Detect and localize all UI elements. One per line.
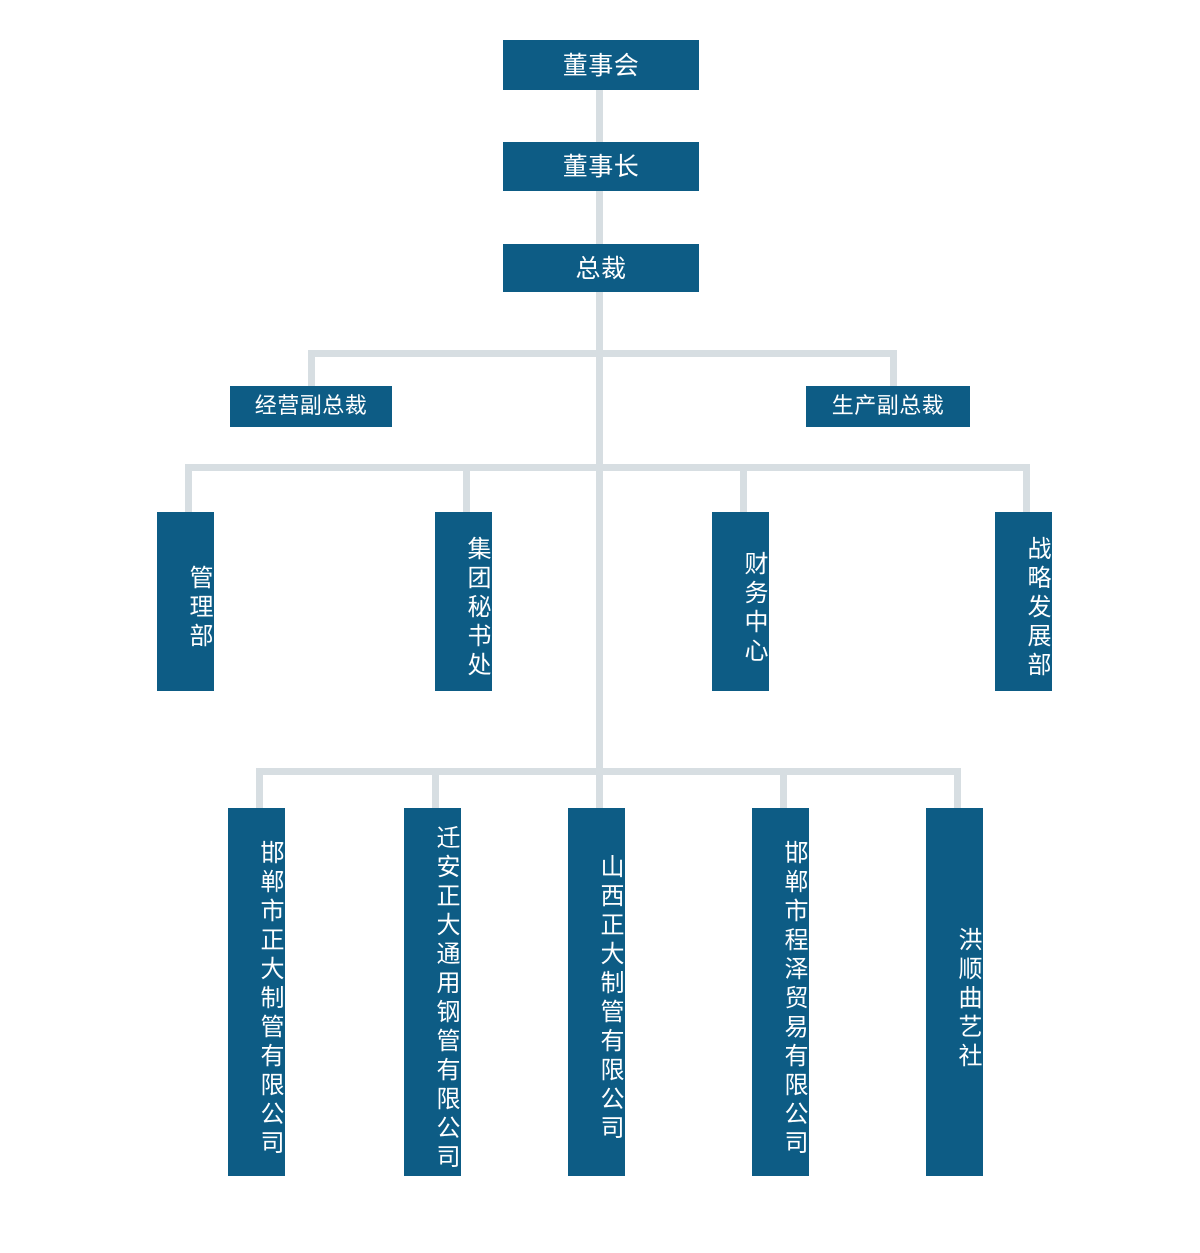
node-company-shanxi-zhengda-pipe[interactable]: 山西正大制管有限公司	[568, 808, 625, 1176]
connector-chairman-to-president	[596, 191, 603, 244]
connector-board-to-chairman	[596, 90, 603, 142]
node-company-handan-chengze-trading[interactable]: 邯郸市程泽贸易有限公司	[752, 808, 809, 1176]
node-label: 战略发展部	[1023, 536, 1051, 681]
connector-vp-horizontal-bar	[308, 350, 897, 357]
connector-department-drop-4	[1023, 464, 1030, 514]
node-company-hongshun-quyi[interactable]: 洪顺曲艺社	[926, 808, 983, 1176]
connector-departments-to-companies	[596, 426, 603, 776]
node-department-group-secretariat[interactable]: 集团秘书处	[435, 512, 492, 691]
node-label: 山西正大制管有限公司	[596, 854, 624, 1144]
node-company-qianan-zhengda-steel-pipe[interactable]: 迁安正大通用钢管有限公司	[404, 808, 461, 1176]
node-label: 管理部	[185, 565, 213, 652]
node-label: 集团秘书处	[463, 536, 491, 681]
connector-department-drop-2	[463, 464, 470, 514]
connector-company-drop-2	[432, 768, 439, 810]
node-board-of-directors[interactable]: 董事会	[503, 40, 699, 90]
node-department-management[interactable]: 管理部	[157, 512, 214, 691]
node-company-handan-zhengda-pipe[interactable]: 邯郸市正大制管有限公司	[228, 808, 285, 1176]
connector-company-drop-4	[780, 768, 787, 810]
node-label: 财务中心	[740, 550, 768, 667]
node-label: 迁安正大通用钢管有限公司	[432, 825, 460, 1173]
connector-vp-drop-right	[890, 350, 897, 388]
connector-company-horizontal-bar	[256, 768, 961, 775]
node-vp-production[interactable]: 生产副总裁	[806, 386, 970, 427]
node-vp-operations[interactable]: 经营副总裁	[230, 386, 392, 427]
connector-department-drop-1	[185, 464, 192, 514]
connector-president-to-departments	[596, 292, 603, 472]
connector-department-horizontal-bar	[185, 464, 1030, 471]
node-label: 洪顺曲艺社	[954, 926, 982, 1072]
node-label: 邯郸市程泽贸易有限公司	[780, 839, 808, 1159]
node-label: 邯郸市正大制管有限公司	[256, 839, 284, 1159]
node-department-strategic-development[interactable]: 战略发展部	[995, 512, 1052, 691]
node-chairman[interactable]: 董事长	[503, 142, 699, 191]
node-president[interactable]: 总裁	[503, 244, 699, 292]
connector-company-drop-1	[256, 768, 263, 810]
connector-vp-drop-left	[308, 350, 315, 388]
connector-department-drop-3	[740, 464, 747, 514]
connector-company-drop-3	[596, 768, 603, 810]
connector-company-drop-5	[954, 768, 961, 810]
node-department-finance-center[interactable]: 财务中心	[712, 512, 769, 691]
